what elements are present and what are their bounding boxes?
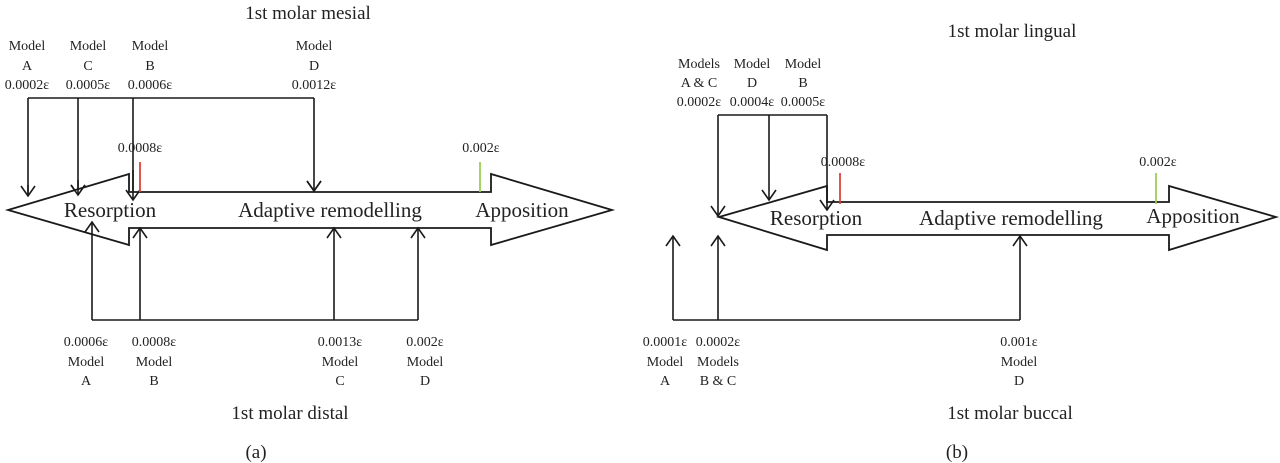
label-line: B [145,59,154,74]
arrowhead-up-icon [410,226,426,239]
panel-a-top-model-b-label: Model B 0.0006ε [128,39,173,93]
panel-b-threshold-low-label: 0.0008ε [821,155,866,170]
label-line: B & C [700,374,737,389]
arrowhead-up-icon [710,234,726,247]
label-line: Model [1001,355,1038,370]
label-line: Model [68,355,105,370]
arrowhead-down-icon [819,199,835,212]
label-line: 0.0005ε [781,95,826,110]
label-line: 0.0006ε [128,78,173,93]
label-line: Model [296,39,333,54]
label-line: Model [136,355,173,370]
panel-b-zone-resorption: Resorption [770,206,863,230]
label-line: Model [70,39,107,54]
panel-a-bottom-model-b-label: 0.0008ε Model B [132,335,177,389]
label-line: A & C [681,76,718,91]
label-line: A [660,374,671,389]
panel-b-zone-adaptive-remodelling: Adaptive remodelling [919,206,1103,230]
panel-b-bottom-title: 1st molar buccal [947,403,1073,424]
arrowhead-up-icon [132,226,148,239]
arrowhead-up-icon [326,226,342,239]
panel-a-top-model-a-label: Model A 0.0002ε [5,39,50,93]
label-line: Model [322,355,359,370]
label-line: B [149,374,158,389]
arrowhead-down-icon [761,189,777,202]
label-line: 0.0002ε [677,95,722,110]
panel-b-top-model-ac-label: Models A & C 0.0002ε [677,57,722,110]
label-line: Model [407,355,444,370]
label-line: A [22,59,33,74]
panel-a-zone-apposition: Apposition [475,198,569,222]
label-line: D [309,59,319,74]
label-line: Models [697,355,739,370]
label-line: C [83,59,92,74]
panel-a-double-arrow [4,172,616,247]
arrowhead-down-icon [125,189,141,202]
label-line: 0.0001ε [643,335,688,350]
panel-b-top-model-d-label: Model D 0.0004ε [730,57,775,110]
panel-a-top-title: 1st molar mesial [245,3,371,24]
panel-a-threshold-high-label: 0.002ε [462,141,500,156]
arrowhead-down-icon [306,180,322,193]
panel-b-threshold-high-label: 0.002ε [1139,155,1177,170]
label-line: 0.001ε [1000,335,1038,350]
panel-a-threshold-low-label: 0.0008ε [118,141,163,156]
panel-b-zone-apposition: Apposition [1146,204,1240,228]
panel-a-zone-resorption: Resorption [64,198,157,222]
panel-a-bottom-model-c-label: 0.0013ε Model C [318,335,363,389]
panel-a-bottom-model-a-label: 0.0006ε Model A [64,335,109,389]
label-line: A [81,374,92,389]
label-line: 0.0005ε [66,78,111,93]
panel-b-bottom-model-d-label: 0.001ε Model D [1000,335,1038,389]
arrowhead-down-icon [70,184,86,197]
panel-b-top-model-b-label: Model B 0.0005ε [781,57,826,110]
label-line: Model [647,355,684,370]
panel-a-caption: (a) [245,442,266,463]
label-line: B [798,76,807,91]
label-line: Models [678,57,720,72]
label-line: 0.0008ε [132,335,177,350]
label-line: D [420,374,430,389]
label-line: 0.0013ε [318,335,363,350]
label-line: 0.0004ε [730,95,775,110]
label-line: 0.002ε [406,335,444,350]
arrowhead-down-icon [710,205,726,218]
panel-a-top-model-d-label: Model D 0.0012ε [292,39,337,93]
arrowhead-up-icon [84,220,100,233]
label-line: 0.0012ε [292,78,337,93]
panel-b-top-title: 1st molar lingual [948,21,1077,42]
panel-a-bottom-model-d-label: 0.002ε Model D [406,335,444,389]
label-line: Model [132,39,169,54]
panel-b: 1st molar lingual Models A & C 0.0002ε M… [643,21,1280,463]
label-line: D [747,76,757,91]
panel-b-caption: (b) [946,442,968,463]
label-line: D [1014,374,1024,389]
panel-a-bottom-title: 1st molar distal [231,403,348,424]
panel-b-bottom-model-bc-label: 0.0002ε Models B & C [696,335,741,389]
label-line: 0.0006ε [64,335,109,350]
label-line: C [335,374,344,389]
label-line: 0.0002ε [5,78,50,93]
arrowhead-up-icon [665,234,681,247]
label-line: Model [734,57,771,72]
panel-b-bottom-model-a-label: 0.0001ε Model A [643,335,688,389]
panel-a: 1st molar mesial Model A 0.0002ε Model C… [4,3,616,463]
arrowhead-up-icon [1012,234,1028,247]
panel-a-top-model-c-label: Model C 0.0005ε [66,39,111,93]
panel-a-zone-adaptive-remodelling: Adaptive remodelling [238,198,422,222]
label-line: Model [785,57,822,72]
label-line: 0.0002ε [696,335,741,350]
label-line: Model [9,39,46,54]
